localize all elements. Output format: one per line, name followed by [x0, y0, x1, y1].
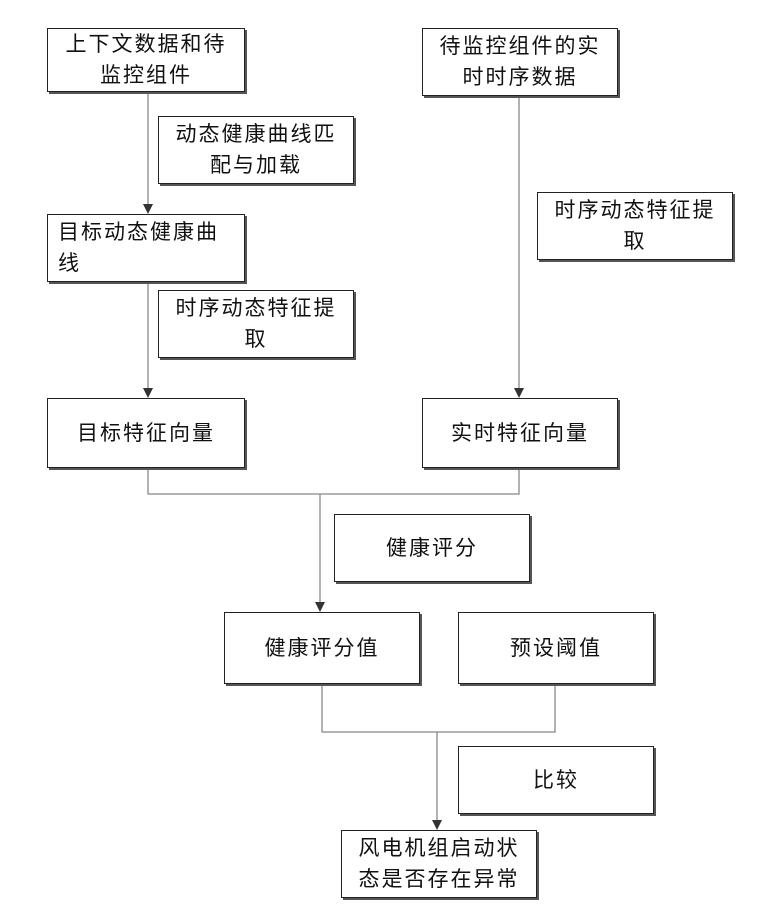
connector-merge-score-threshold — [322, 684, 555, 732]
health-score-value-box: 健康评分值 — [224, 612, 420, 684]
arrowhead-to-target-vector — [143, 388, 153, 398]
health-score-label: 健康评分 — [386, 533, 478, 564]
arrowhead-to-score-value — [315, 602, 325, 612]
health-score-step: 健康评分 — [334, 514, 530, 582]
realtime-vector-box: 实时特征向量 — [422, 398, 618, 468]
realtime-series-label: 待监控组件的实时时序数据 — [433, 31, 607, 93]
result-box: 风电机组启动状态是否存在异常 — [341, 830, 537, 898]
feature-extract-right-label: 时序动态特征提取 — [548, 195, 722, 257]
compare-step: 比较 — [458, 746, 654, 814]
context-data-label: 上下文数据和待监控组件 — [58, 29, 234, 91]
feature-extract-right-step: 时序动态特征提取 — [537, 192, 733, 260]
preset-threshold-box: 预设阈值 — [458, 612, 654, 684]
context-data-box: 上下文数据和待监控组件 — [47, 28, 245, 92]
curve-match-load-step: 动态健康曲线匹配与加载 — [158, 116, 354, 184]
target-curve-box: 目标动态健康曲线 — [47, 214, 245, 282]
health-score-value-label: 健康评分值 — [265, 633, 380, 664]
realtime-vector-label: 实时特征向量 — [451, 418, 589, 449]
target-vector-label: 目标特征向量 — [77, 418, 215, 449]
target-curve-label: 目标动态健康曲线 — [58, 217, 234, 279]
feature-extract-left-step: 时序动态特征提取 — [158, 290, 354, 358]
result-label: 风电机组启动状态是否存在异常 — [352, 833, 526, 895]
arrowhead-to-curve — [143, 204, 153, 214]
feature-extract-left-label: 时序动态特征提取 — [169, 293, 343, 355]
compare-label: 比较 — [533, 765, 579, 796]
connector-merge-vectors — [148, 468, 519, 494]
arrowhead-to-result — [432, 820, 442, 830]
arrowhead-to-realtime-vector — [514, 388, 524, 398]
realtime-series-box: 待监控组件的实时时序数据 — [422, 28, 618, 96]
target-vector-box: 目标特征向量 — [47, 398, 245, 468]
curve-match-load-label: 动态健康曲线匹配与加载 — [169, 119, 343, 181]
preset-threshold-label: 预设阈值 — [510, 633, 602, 664]
